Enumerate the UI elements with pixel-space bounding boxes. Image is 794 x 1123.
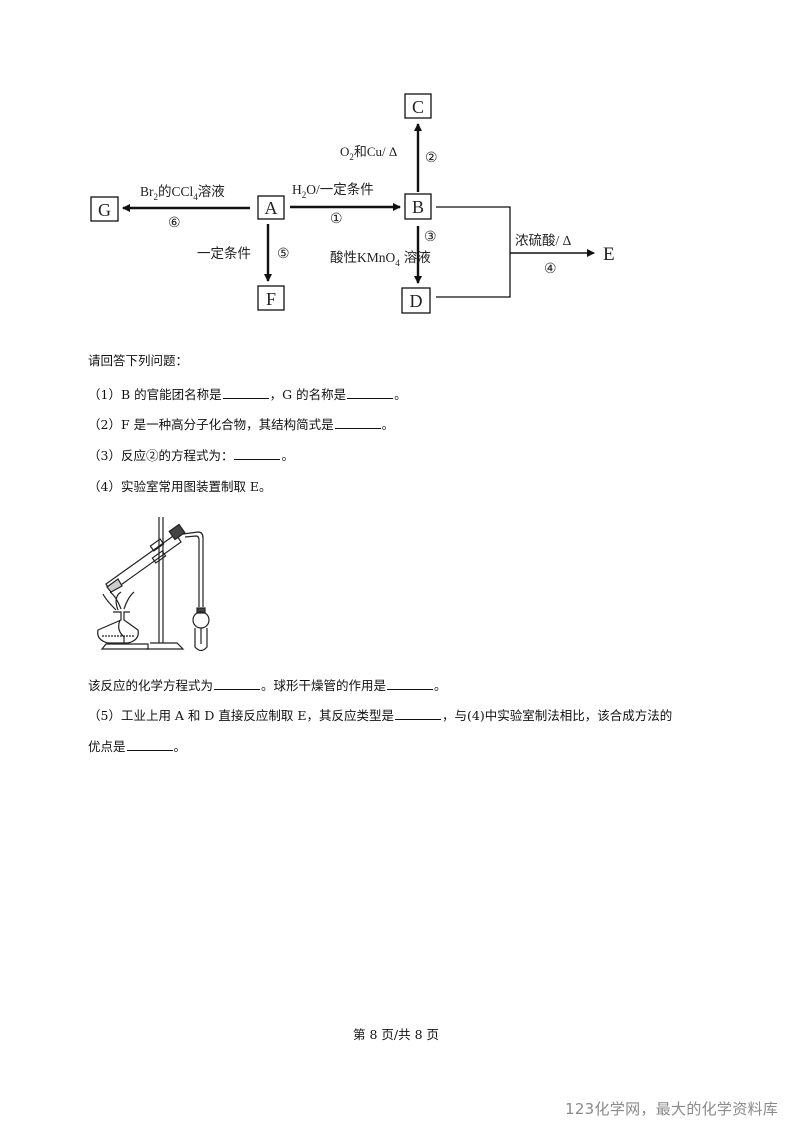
svg-text:D: D <box>410 291 423 311</box>
answer-blank[interactable] <box>126 738 173 751</box>
q5-text-b: ，与(4)中实验室制法相比，该合成方法的 <box>442 708 673 723</box>
num-reaction-1: ① <box>330 212 343 227</box>
node-g: G <box>90 196 119 222</box>
node-f: F <box>257 285 285 311</box>
answer-blank[interactable] <box>347 386 394 399</box>
svg-text:C: C <box>412 97 424 117</box>
num-reaction-5: ⑤ <box>277 247 290 262</box>
q1-text-c: 。 <box>394 387 407 402</box>
reaction-flow-diagram: C G A B F D E O2和Cu/ Δ ② Br2的CCl4溶液 ⑥ H2… <box>90 93 615 314</box>
answer-blank[interactable] <box>334 416 381 429</box>
num-reaction-4: ④ <box>544 262 557 277</box>
question-4: （4）实验室常用图装置制取 E。 <box>88 479 272 494</box>
question-1: （1）B 的官能团名称是 ，G 的名称是 。 <box>88 384 407 403</box>
label-reaction-4: 浓硫酸/ Δ <box>515 233 572 248</box>
q5c-text-b: 。 <box>173 739 187 754</box>
node-d: D <box>401 287 431 314</box>
esterification-apparatus-figure <box>97 517 210 652</box>
label-reaction-1: H2O/一定条件 <box>292 181 374 200</box>
num-reaction-3: ③ <box>424 230 437 245</box>
node-b: B <box>404 193 432 220</box>
question-5: （5）工业上用 A 和 D 直接反应制取 E，其反应类型是 ，与(4)中实验室制法… <box>88 705 672 724</box>
q3-text-b: 。 <box>281 448 294 463</box>
q3-text-a: （3）反应②的方程式为： <box>88 448 234 463</box>
page-number: 第 8 页/共 8 页 <box>353 1027 440 1042</box>
q4b-text-b: 。球形干燥管的作用是 <box>261 678 387 693</box>
svg-text:A: A <box>265 198 278 218</box>
label-reaction-6: Br2的CCl4溶液 <box>140 184 225 202</box>
label-reaction-2: O2和Cu/ Δ <box>340 144 397 162</box>
node-a: A <box>257 195 285 220</box>
answer-blank[interactable] <box>387 677 434 690</box>
watermark: 123化学网，最大的化学资料库 <box>565 1100 779 1118</box>
answer-blank[interactable] <box>222 386 269 399</box>
num-reaction-6: ⑥ <box>168 216 181 231</box>
q1-text-b: ，G 的名称是 <box>269 387 347 402</box>
question-2: （2）F 是一种高分子化合物，其结构简式是 。 <box>88 414 394 433</box>
question-3: （3）反应②的方程式为： 。 <box>88 445 294 464</box>
label-reaction-5: 一定条件 <box>197 245 251 261</box>
q2-text-b: 。 <box>381 417 395 432</box>
node-c: C <box>404 93 432 119</box>
svg-text:B: B <box>412 197 424 217</box>
svg-text:G: G <box>98 200 111 220</box>
q5c-text-a: 优点是 <box>88 739 126 754</box>
answer-blank[interactable] <box>395 707 441 720</box>
num-reaction-2: ② <box>425 151 438 166</box>
node-e: E <box>603 244 615 265</box>
q1-text-a: （1）B 的官能团名称是 <box>88 387 222 402</box>
answer-blank[interactable] <box>214 677 261 690</box>
question-5-continued: 优点是 。 <box>88 736 186 755</box>
question-4-followup: 该反应的化学方程式为 。球形干燥管的作用是 。 <box>88 675 447 694</box>
q4b-text-a: 该反应的化学方程式为 <box>88 678 214 693</box>
connector-b-d <box>436 206 511 298</box>
svg-text:F: F <box>266 289 276 309</box>
answer-blank[interactable] <box>234 447 281 460</box>
q5-text-a: （5）工业上用 A 和 D 直接反应制取 E，其反应类型是 <box>88 708 394 723</box>
q2-text-a: （2）F 是一种高分子化合物，其结构简式是 <box>88 417 334 432</box>
q4b-text-c: 。 <box>434 678 447 693</box>
intro-text: 请回答下列问题： <box>88 353 189 368</box>
